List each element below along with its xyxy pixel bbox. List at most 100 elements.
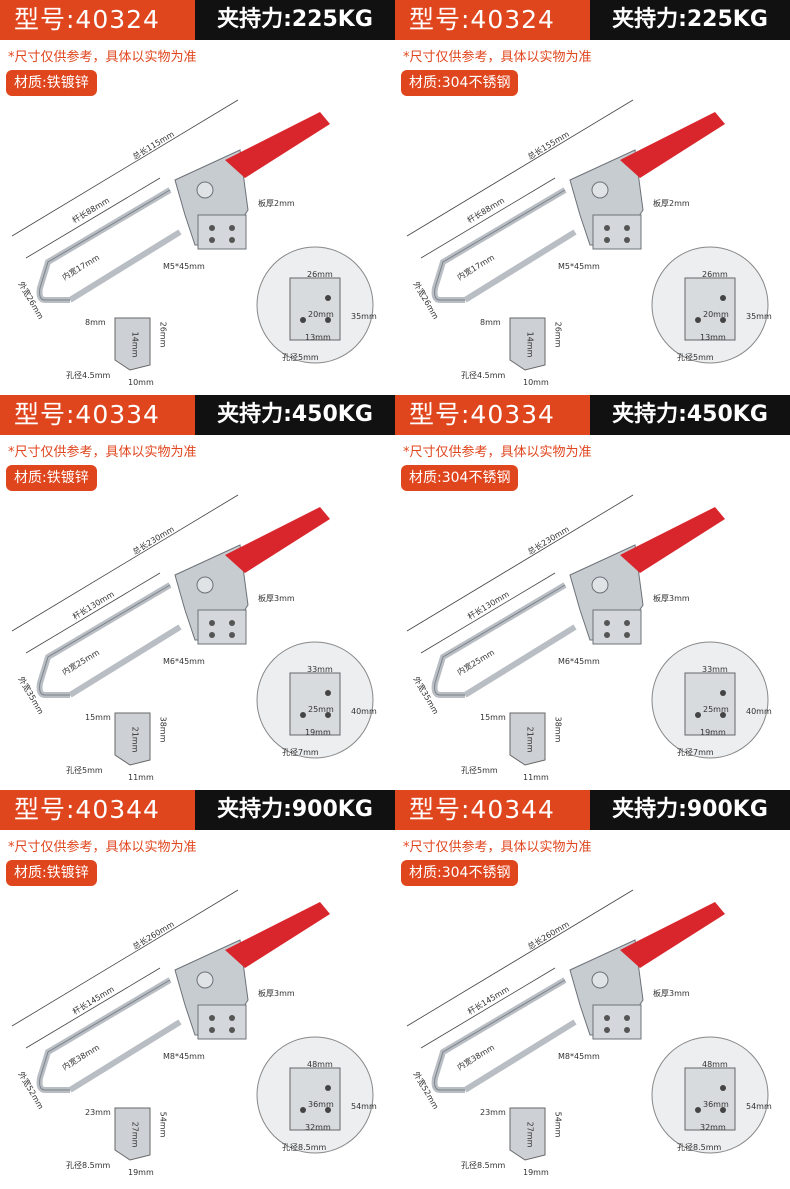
catch-dim-3: 27mm: [525, 1121, 535, 1148]
catch-hole-label: 孔径8.5mm: [461, 1161, 506, 1170]
latch-clamp-drawing: [11, 99, 374, 371]
plate-thickness-label: 板厚2mm: [258, 199, 295, 208]
catch-dim-5: 10mm: [523, 378, 549, 387]
latch-clamp-drawing: [11, 494, 374, 766]
latch-clamp-drawing: [11, 889, 374, 1161]
catch-dim-1: 15mm: [85, 713, 111, 722]
detail-dim-2: 36mm: [703, 1100, 729, 1109]
detail-dim-4: 54mm: [746, 1102, 772, 1111]
material-badge: 材质:304不锈钢: [401, 860, 519, 886]
catch-dim-5: 19mm: [523, 1168, 549, 1177]
size-disclaimer: *尺寸仅供参考，具体以实物为准: [8, 445, 197, 460]
detail-dim-2: 36mm: [308, 1100, 334, 1109]
bolt-size-label: M5*45mm: [558, 262, 600, 271]
catch-dim-3: 21mm: [525, 726, 535, 753]
model-label: 型号:40324: [395, 0, 590, 40]
clamp-force-label: 夹持力:900KG: [195, 790, 395, 830]
material-badge: 材质:304不锈钢: [401, 70, 519, 96]
material-badge: 材质:铁镀锌: [6, 70, 97, 96]
detail-dim-1: 26mm: [702, 270, 728, 279]
catch-dim-5: 19mm: [128, 1168, 154, 1177]
latch-clamp-drawing: [406, 889, 769, 1161]
material-badge: 材质:铁镀锌: [6, 860, 97, 886]
size-disclaimer: *尺寸仅供参考，具体以实物为准: [8, 50, 197, 65]
detail-dim-2: 20mm: [703, 310, 729, 319]
detail-hole-label: 孔径7mm: [282, 748, 319, 757]
product-panel-6: 型号:40344 夹持力:900KG *尺寸仅供参考，具体以实物为准 材质:30…: [395, 790, 790, 1186]
catch-dim-2: 26mm: [158, 321, 168, 348]
catch-dim-3: 14mm: [525, 331, 535, 358]
catch-dim-1: 8mm: [480, 318, 501, 327]
detail-dim-3: 19mm: [700, 728, 726, 737]
detail-dim-3: 19mm: [305, 728, 331, 737]
catch-dim-5: 11mm: [128, 773, 154, 782]
detail-dim-3: 32mm: [305, 1123, 331, 1132]
detail-dim-3: 32mm: [700, 1123, 726, 1132]
catch-hole-label: 孔径8.5mm: [66, 1161, 111, 1170]
material-badge: 材质:304不锈钢: [401, 465, 519, 491]
detail-dim-2: 20mm: [308, 310, 334, 319]
catch-dim-1: 23mm: [85, 1108, 111, 1117]
clamp-force-label: 夹持力:450KG: [195, 395, 395, 435]
bolt-size-label: M8*45mm: [163, 1052, 205, 1061]
clamp-force-label: 夹持力:450KG: [590, 395, 790, 435]
detail-dim-4: 40mm: [746, 707, 772, 716]
catch-dim-3: 27mm: [130, 1121, 140, 1148]
detail-hole-label: 孔径5mm: [282, 353, 319, 362]
catch-dim-3: 14mm: [130, 331, 140, 358]
catch-dim-1: 23mm: [480, 1108, 506, 1117]
size-disclaimer: *尺寸仅供参考，具体以实物为准: [403, 50, 592, 65]
catch-dim-2: 54mm: [553, 1111, 563, 1138]
detail-dim-2: 25mm: [703, 705, 729, 714]
detail-hole-label: 孔径8.5mm: [282, 1143, 327, 1152]
model-label: 型号:40344: [0, 790, 195, 830]
detail-dim-4: 40mm: [351, 707, 377, 716]
bolt-size-label: M6*45mm: [558, 657, 600, 666]
clamp-force-label: 夹持力:225KG: [195, 0, 395, 40]
clamp-force-label: 夹持力:225KG: [590, 0, 790, 40]
catch-dim-1: 8mm: [85, 318, 106, 327]
product-panel-2: 型号:40324 夹持力:225KG *尺寸仅供参考，具体以实物为准 材质:30…: [395, 0, 790, 396]
bolt-size-label: M8*45mm: [558, 1052, 600, 1061]
detail-hole-label: 孔径8.5mm: [677, 1143, 722, 1152]
latch-clamp-drawing: [406, 99, 769, 371]
detail-dim-4: 54mm: [351, 1102, 377, 1111]
plate-thickness-label: 板厚3mm: [258, 594, 295, 603]
catch-hole-label: 孔径4.5mm: [66, 371, 111, 380]
product-panel-5: 型号:40344 夹持力:900KG *尺寸仅供参考，具体以实物为准 材质:铁镀…: [0, 790, 395, 1186]
product-panel-1: 型号:40324 夹持力:225KG *尺寸仅供参考，具体以实物为准 材质:铁镀…: [0, 0, 395, 396]
detail-dim-1: 26mm: [307, 270, 333, 279]
catch-dim-2: 26mm: [553, 321, 563, 348]
detail-dim-4: 35mm: [746, 312, 772, 321]
detail-dim-1: 48mm: [702, 1060, 728, 1069]
catch-hole-label: 孔径4.5mm: [461, 371, 506, 380]
detail-hole-label: 孔径7mm: [677, 748, 714, 757]
detail-dim-4: 35mm: [351, 312, 377, 321]
detail-dim-1: 33mm: [702, 665, 728, 674]
latch-clamp-drawing: [406, 494, 769, 766]
catch-hole-label: 孔径5mm: [461, 766, 498, 775]
catch-dim-2: 54mm: [158, 1111, 168, 1138]
product-panel-3: 型号:40334 夹持力:450KG *尺寸仅供参考，具体以实物为准 材质:铁镀…: [0, 395, 395, 791]
catch-dim-3: 21mm: [130, 726, 140, 753]
catch-dim-2: 38mm: [158, 716, 168, 743]
plate-thickness-label: 板厚3mm: [258, 989, 295, 998]
bolt-size-label: M5*45mm: [163, 262, 205, 271]
detail-dim-1: 48mm: [307, 1060, 333, 1069]
catch-dim-5: 10mm: [128, 378, 154, 387]
catch-dim-5: 11mm: [523, 773, 549, 782]
plate-thickness-label: 板厚3mm: [653, 989, 690, 998]
detail-dim-1: 33mm: [307, 665, 333, 674]
catch-hole-label: 孔径5mm: [66, 766, 103, 775]
model-label: 型号:40344: [395, 790, 590, 830]
detail-hole-label: 孔径5mm: [677, 353, 714, 362]
detail-dim-2: 25mm: [308, 705, 334, 714]
size-disclaimer: *尺寸仅供参考，具体以实物为准: [403, 445, 592, 460]
detail-dim-3: 13mm: [700, 333, 726, 342]
size-disclaimer: *尺寸仅供参考，具体以实物为准: [403, 840, 592, 855]
catch-dim-1: 15mm: [480, 713, 506, 722]
model-label: 型号:40324: [0, 0, 195, 40]
bolt-size-label: M6*45mm: [163, 657, 205, 666]
material-badge: 材质:铁镀锌: [6, 465, 97, 491]
catch-dim-2: 38mm: [553, 716, 563, 743]
